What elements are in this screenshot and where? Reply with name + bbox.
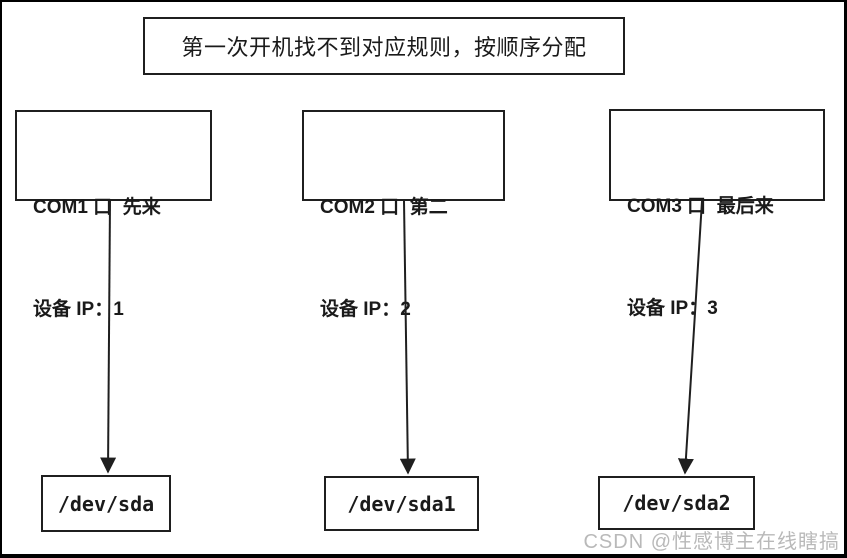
dev-sda-box: /dev/sda <box>41 475 171 532</box>
com2-port-box: COM2 口 第二 设备 IP：2 <box>302 110 505 320</box>
com3-port-box: COM3 口 最后来 设备 IP：3 <box>609 109 825 319</box>
com1-port-box: COM1 口 先来 设备 IP：1 <box>15 110 212 320</box>
com1-ip-label: 设备 IP：1 <box>33 299 124 320</box>
dev-sda2-box: /dev/sda2 <box>598 476 755 530</box>
dev-sda1-label: /dev/sda1 <box>347 491 456 516</box>
com2-port-label: COM2 口 第二 <box>320 197 448 218</box>
dev-sda2-label: /dev/sda2 <box>622 491 731 515</box>
com3-ip-label: 设备 IP：3 <box>627 298 718 319</box>
com2-ip-label: 设备 IP：2 <box>320 299 411 320</box>
title-text: 第一次开机找不到对应规则，按顺序分配 <box>181 35 587 60</box>
com1-port-label: COM1 口 先来 <box>33 197 161 218</box>
watermark: CSDN @性感博主在线瞎搞 <box>583 531 840 553</box>
com3-port-label: COM3 口 最后来 <box>627 196 774 217</box>
dev-sda1-box: /dev/sda1 <box>324 476 479 531</box>
title-box: 第一次开机找不到对应规则，按顺序分配 <box>143 17 625 75</box>
dev-sda-label: /dev/sda <box>57 491 155 516</box>
